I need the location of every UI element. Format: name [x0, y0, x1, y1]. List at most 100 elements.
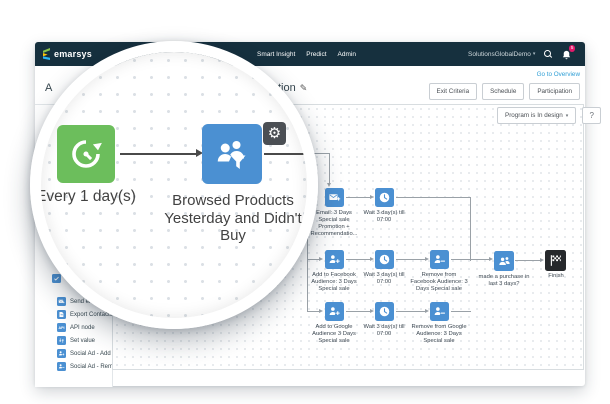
edit-pencil-icon[interactable]: ✎ — [299, 82, 308, 93]
person-plus-icon — [57, 349, 66, 358]
flow-node-label: Email: 3 Days Special sale Promotion + R… — [310, 210, 358, 237]
chevron-down-icon: ▾ — [532, 51, 536, 57]
person-plus-icon — [328, 253, 341, 266]
flow-node-label: Remove from Google Audience: 3 Days Spec… — [411, 324, 467, 344]
flow-node-add-facebook[interactable] — [325, 250, 344, 269]
page-title-fragment-left: A — [45, 82, 53, 94]
sidebar-item-label: Set value — [70, 337, 96, 344]
flow-node-label: Add to Facebook Audience: 3 Days Special… — [311, 272, 357, 292]
arrowhead — [319, 309, 323, 313]
sidebar-item-label: Social Ad - Add to audience — [70, 350, 144, 357]
emarsys-logo[interactable]: emarsys — [42, 47, 92, 61]
program-status-label: Program is In design — [505, 112, 563, 119]
person-minus-icon — [433, 253, 446, 266]
connector-line — [307, 311, 320, 312]
participation-button[interactable]: Participation — [529, 83, 580, 100]
magnifier-content: Every 1 day(s) ⚙ Browsed Products Yester… — [41, 52, 307, 318]
nav-menu: Smart Insight Predict Admin — [257, 42, 356, 66]
flow-node-add-google[interactable] — [325, 302, 344, 321]
person-minus-icon — [433, 305, 446, 318]
connector-line — [451, 311, 471, 312]
nav-item-admin[interactable]: Admin — [337, 50, 356, 58]
nav-right-group: SolutionsGlobalDemo ▾ 5 — [468, 42, 576, 66]
program-status-dropdown[interactable]: Program is In design ▾ — [497, 107, 577, 124]
clock-icon — [378, 253, 391, 266]
go-to-overview-link[interactable]: Go to Overview — [536, 71, 580, 78]
send-email-icon — [57, 297, 66, 306]
flow-node-finish[interactable] — [545, 250, 566, 271]
logo-text: emarsys — [54, 49, 92, 59]
arrowhead — [425, 257, 429, 261]
schedule-button[interactable]: Schedule — [482, 83, 525, 100]
connector-line — [264, 153, 307, 155]
connector-line — [396, 311, 426, 312]
sidebar-item-hidden[interactable] — [52, 274, 65, 283]
set-value-icon — [57, 336, 66, 345]
flow-node-label: Remove from Facebook Audience: 3 Days Sp… — [410, 272, 468, 292]
sidebar-item-set-value[interactable]: Set value — [57, 336, 95, 345]
sidebar-item-label: API node — [70, 324, 95, 331]
flow-node-wait-2[interactable] — [375, 250, 394, 269]
emarsys-logo-icon — [43, 48, 50, 60]
people-icon — [498, 255, 511, 268]
person-minus-icon — [57, 362, 66, 371]
flow-node-label: Add to Google Audience 3 Days Special sa… — [312, 324, 356, 344]
sidebar-item-label: Export Contacts — [70, 311, 113, 318]
sidebar-item-social-ad-remove[interactable]: Social Ad - Remove from — [57, 362, 136, 371]
gear-icon[interactable]: ⚙ — [263, 122, 286, 145]
sidebar-item-api-node[interactable]: API API node — [57, 323, 95, 332]
arrowhead — [370, 195, 374, 199]
envelope-plus-icon — [328, 191, 341, 204]
connector-line — [329, 153, 330, 183]
arrowhead — [196, 149, 203, 157]
sidebar-item-social-ad-add[interactable]: Social Ad - Add to audience — [57, 349, 143, 358]
flow-node-remove-google[interactable] — [430, 302, 449, 321]
flow-node-email[interactable] — [325, 188, 344, 207]
chevron-down-icon: ▾ — [565, 112, 569, 119]
people-filter-icon — [214, 136, 250, 172]
flow-node-label: Wait 3 day(s) till 07:00 — [363, 272, 405, 285]
entry-check-node[interactable] — [202, 124, 262, 184]
notifications-bell-icon[interactable]: 5 — [561, 45, 576, 60]
program-status-row: Program is In design ▾ ? — [497, 107, 602, 124]
connector-line — [120, 153, 196, 155]
sidebar-item-export-contacts[interactable]: Export Contacts — [57, 310, 113, 319]
checkered-flag-icon — [548, 253, 563, 268]
arrowhead — [370, 257, 374, 261]
flow-node-remove-facebook[interactable] — [430, 250, 449, 269]
entry-check-node-label: Browsed Products Yesterday and Didn't Bu… — [164, 192, 302, 244]
flow-node-wait-1[interactable] — [375, 188, 394, 207]
arrowhead — [319, 257, 323, 261]
arrowhead — [540, 258, 544, 262]
api-node-icon: API — [57, 323, 66, 332]
arrowhead — [327, 183, 331, 187]
header-buttons: Exit Criteria Schedule Participation — [428, 83, 580, 100]
flow-node-purchase-check[interactable] — [494, 251, 514, 271]
sidebar-item-send-email[interactable]: Send email — [57, 297, 100, 306]
trigger-node-label: Every 1 day(s) — [41, 188, 136, 205]
trigger-node-every-1-day[interactable] — [57, 125, 115, 183]
nav-item-predict[interactable]: Predict — [306, 50, 327, 58]
export-contacts-icon — [57, 310, 66, 319]
account-menu[interactable]: SolutionsGlobalDemo ▾ — [468, 51, 535, 58]
arrowhead — [370, 309, 374, 313]
exit-criteria-button[interactable]: Exit Criteria — [428, 83, 478, 100]
connector-line — [515, 260, 541, 261]
connector-line — [346, 311, 371, 312]
flow-node-label: Wait 3 day(s) till 07:00 — [363, 210, 405, 223]
flow-node-wait-3[interactable] — [375, 302, 394, 321]
help-button[interactable]: ? — [582, 107, 602, 124]
notification-badge: 5 — [568, 45, 576, 52]
timer-icon — [68, 136, 104, 172]
account-name: SolutionsGlobalDemo — [468, 50, 531, 58]
nav-item-smart-insight[interactable]: Smart Insight — [257, 50, 296, 58]
arrowhead — [489, 257, 493, 261]
search-icon[interactable] — [544, 50, 552, 58]
flow-node-label: Wait 3 day(s) till 07:00 — [363, 324, 405, 337]
sidebar-item-label: Send email — [70, 298, 101, 305]
person-plus-icon — [328, 305, 341, 318]
clock-icon — [378, 191, 391, 204]
flow-node-label: Finish — [548, 273, 564, 279]
connector-line — [396, 197, 470, 198]
